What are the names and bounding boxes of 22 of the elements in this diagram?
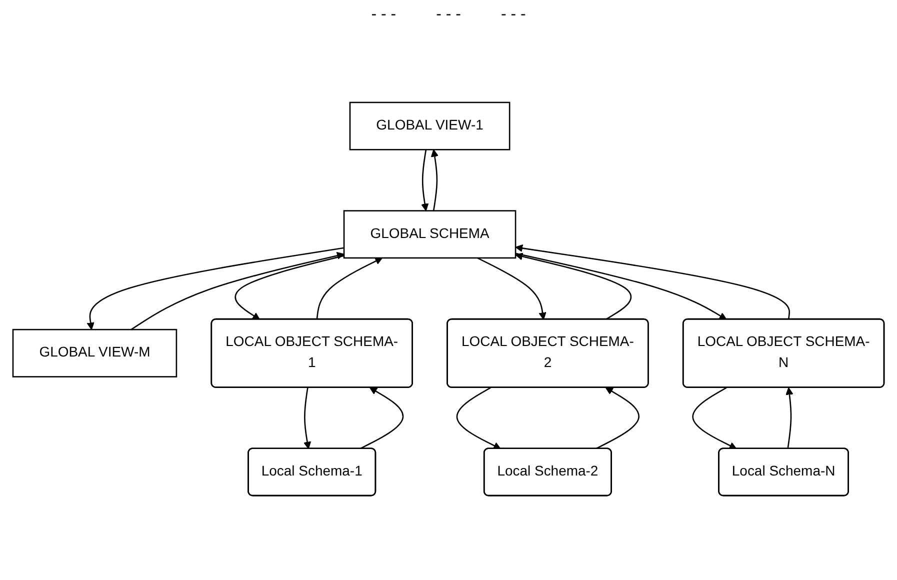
ellipsis-mark: - - - xyxy=(436,6,461,24)
arrow xyxy=(477,257,546,320)
arrow xyxy=(86,247,344,330)
node-box: GLOBAL VIEW-M xyxy=(12,328,178,378)
arrow xyxy=(234,255,344,320)
arrow xyxy=(595,387,640,450)
arrow xyxy=(430,149,438,211)
arrow xyxy=(456,387,501,450)
ellipsis-mark: - - - xyxy=(371,6,396,24)
arrow xyxy=(515,244,790,320)
arrow xyxy=(360,387,404,450)
arrow xyxy=(421,150,429,212)
arrow xyxy=(130,252,344,330)
arrow xyxy=(316,258,383,320)
arrow xyxy=(304,388,312,450)
node-box: GLOBAL VIEW-1 xyxy=(349,102,510,150)
node-box: GLOBAL SCHEMA xyxy=(343,210,516,259)
arrow xyxy=(515,252,727,320)
arrow xyxy=(786,387,794,449)
ellipsis-mark: - - - xyxy=(500,6,526,24)
arrow xyxy=(692,387,737,450)
arrow xyxy=(515,252,632,320)
